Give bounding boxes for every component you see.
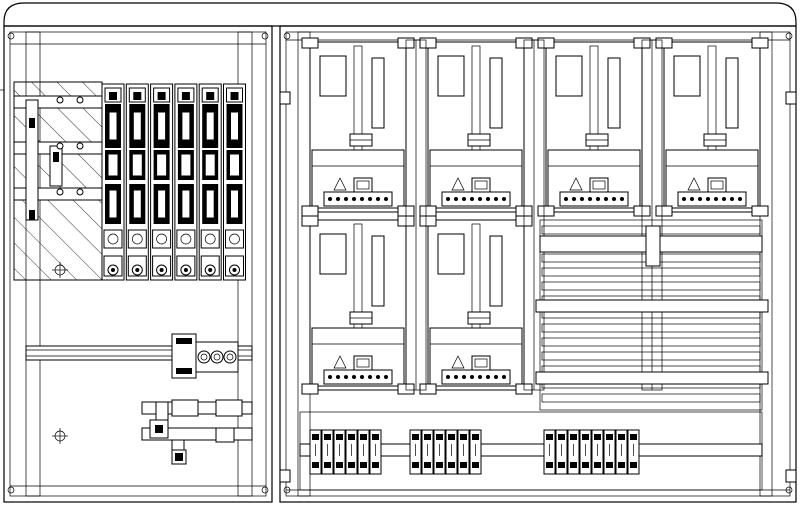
- fuse-switch-row: [101, 83, 246, 281]
- divider-post: [523, 39, 545, 391]
- louvre-slat: [541, 351, 761, 361]
- left-enclosure: [0, 25, 273, 503]
- meter-module: [301, 37, 415, 217]
- right-enclosure: [279, 25, 797, 503]
- crosshair-mark: [52, 428, 68, 444]
- meter-module: [301, 215, 415, 395]
- meter-module: [655, 37, 769, 217]
- busbar-plates: [13, 95, 103, 221]
- terminal-block-group: [309, 429, 382, 475]
- louvre-slat: [541, 323, 761, 333]
- breaker-module: [171, 333, 239, 379]
- louvre-slat: [541, 281, 761, 291]
- cabinet-roof: [3, 2, 797, 27]
- lower-terminal-group: [141, 399, 253, 465]
- louvre-bracket: [539, 225, 763, 267]
- louvre-rail: [535, 299, 769, 313]
- meter-module: [419, 37, 533, 217]
- bottom-terminal-row: [299, 411, 763, 491]
- divider-post: [405, 39, 427, 391]
- louvre-slat: [541, 393, 761, 403]
- ventilation-louvre: [535, 219, 769, 411]
- louvre-slat: [541, 267, 761, 277]
- meter-module-grid: [301, 37, 769, 395]
- fuse-switch: [223, 83, 246, 281]
- fuse-switch: [101, 83, 125, 281]
- fuse-switch: [174, 83, 198, 281]
- louvre-rail: [535, 371, 769, 385]
- crosshair-mark: [52, 262, 68, 278]
- fuse-switch: [198, 83, 222, 281]
- fuse-switch: [150, 83, 174, 281]
- terminal-block-group: [543, 429, 640, 475]
- fuse-switch: [125, 83, 149, 281]
- meter-module: [419, 215, 533, 395]
- louvre-slat: [541, 337, 761, 347]
- meter-module: [537, 37, 651, 217]
- terminal-block-group: [409, 429, 482, 475]
- left-reference-marks: [52, 262, 68, 444]
